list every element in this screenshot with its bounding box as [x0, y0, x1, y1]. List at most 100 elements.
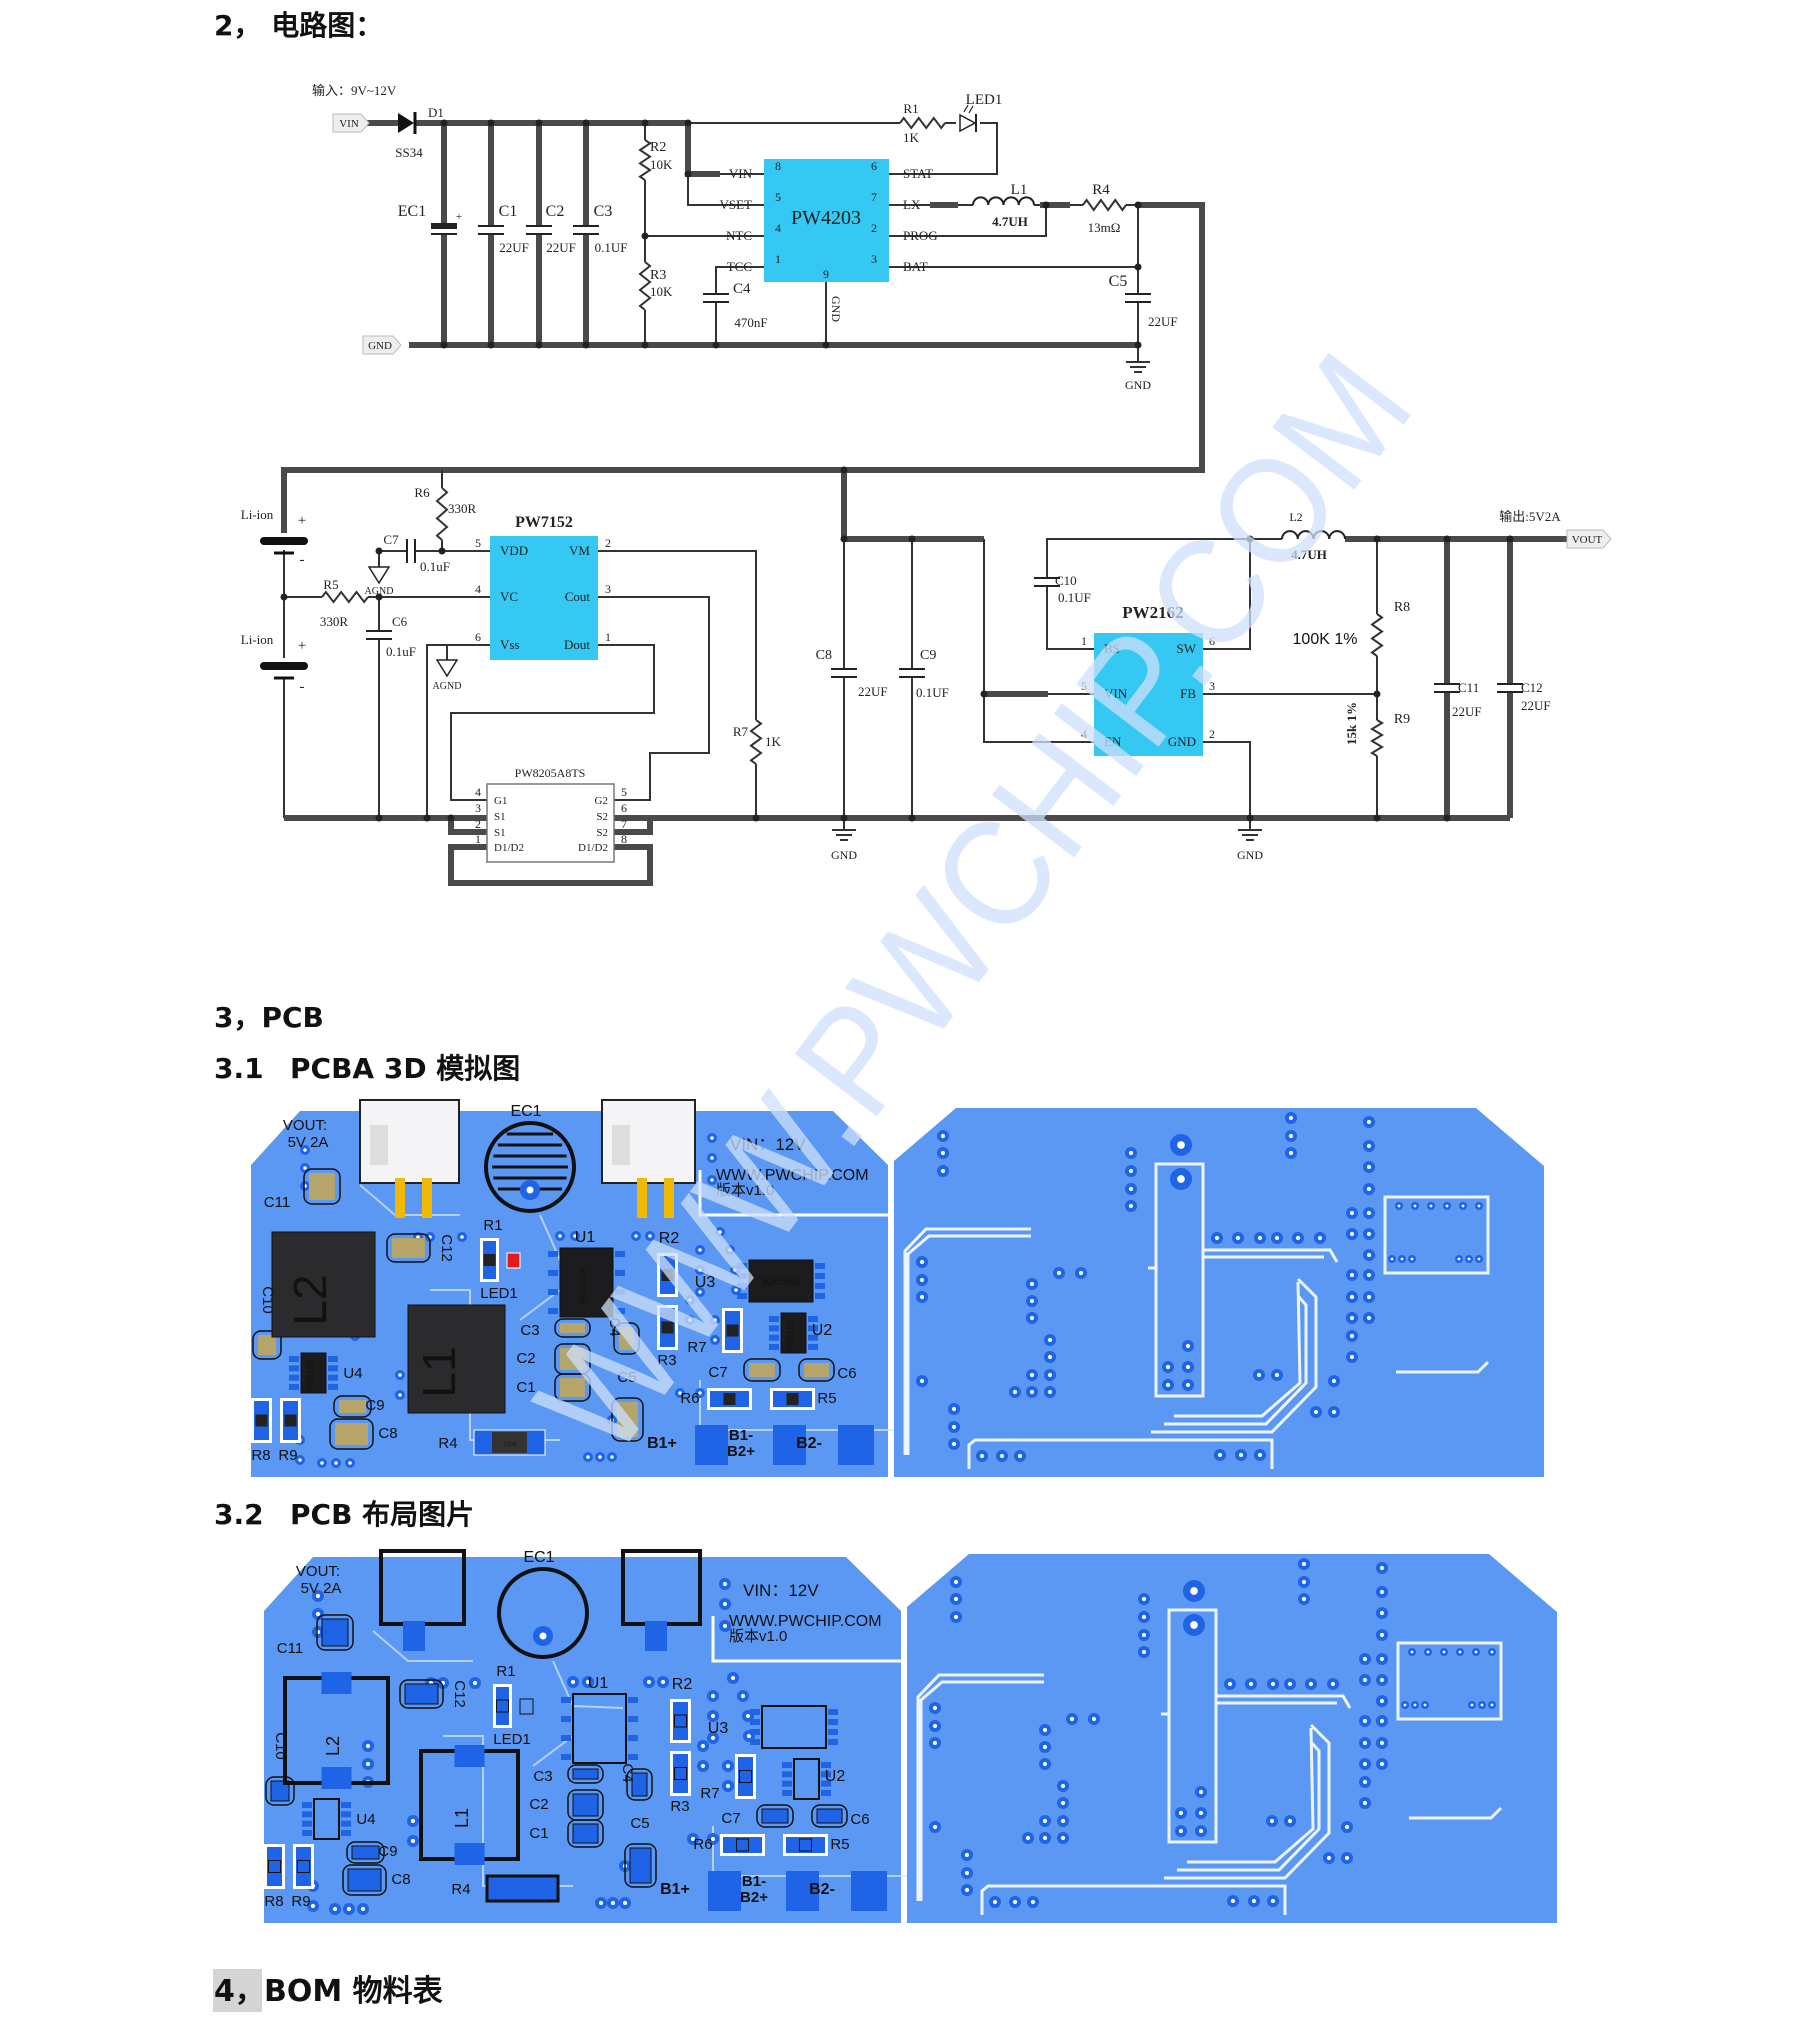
ic-pin-pad: [289, 1365, 299, 1372]
via-hole: [1403, 1703, 1407, 1707]
c5-val-label: 22UF: [1148, 314, 1178, 329]
via-hole: [932, 1723, 938, 1729]
li2-plus-label: +: [298, 638, 306, 654]
pin-name: VM: [569, 543, 590, 558]
silkscreen-label: R4: [451, 1881, 470, 1898]
pin-number: 2: [1209, 727, 1215, 741]
pin-name: VC: [500, 589, 518, 604]
silkscreen-label: B2-: [809, 1881, 835, 1898]
ic-pin-pad: [782, 1780, 792, 1787]
resistor-body: [661, 1321, 674, 1334]
via-hole: [1257, 1235, 1263, 1241]
junction-dot: [1506, 535, 1514, 543]
via-hole: [398, 1373, 402, 1377]
pin-name: LX: [903, 197, 921, 212]
silkscreen-label: C1: [516, 1379, 535, 1396]
via-hole: [1141, 1632, 1147, 1638]
via-hole: [698, 1268, 702, 1272]
c8-val-label: 22UF: [858, 684, 888, 699]
component-outline: [1396, 1641, 1503, 1721]
ic-pin-pad: [821, 1780, 831, 1787]
r3-label: R3: [650, 268, 666, 283]
c6-val-label: 0.1uF: [386, 644, 416, 659]
via-hole: [1042, 1727, 1048, 1733]
inductor-label: L2: [284, 1274, 336, 1325]
c10-label: C10: [1055, 573, 1077, 588]
via-hole: [698, 1290, 702, 1294]
silkscreen-label: R8: [251, 1447, 270, 1464]
via-hole: [1379, 1718, 1385, 1724]
silkscreen-label: C10: [272, 1732, 289, 1760]
copper-pour-outline: [1167, 1608, 1218, 1844]
via-hole: [1190, 1621, 1198, 1629]
via-hole: [586, 1455, 590, 1459]
ic-pin-pad: [737, 1293, 747, 1299]
ic-pin-pad: [302, 1820, 312, 1827]
pin-name: G2: [595, 795, 608, 807]
via-hole: [964, 1852, 970, 1858]
via-hole: [1047, 1389, 1053, 1395]
wire: [1203, 539, 1251, 650]
pin-number: 4: [775, 221, 781, 235]
ic-pin-pad: [782, 1790, 792, 1796]
junction-dot: [375, 547, 383, 555]
r5-val-label: 330R: [320, 614, 349, 629]
trace: [1151, 1277, 1318, 1434]
capacitor-body: [258, 1335, 276, 1355]
via-hole: [1274, 1235, 1280, 1241]
pin-number: 1: [1081, 634, 1087, 648]
ic-pin-pad: [769, 1325, 779, 1332]
ic-pin-pad: [548, 1270, 558, 1276]
via-hole: [1198, 1810, 1204, 1816]
via-hole: [1165, 1364, 1171, 1370]
silkscreen-label: B2+: [727, 1443, 755, 1460]
silkscreen-label: C9: [365, 1397, 384, 1414]
via-hole: [1366, 1231, 1372, 1237]
pin-name: VDD: [500, 543, 528, 558]
via-hole: [1270, 1898, 1276, 1904]
capacitor-body: [351, 1845, 380, 1860]
junction-dot: [641, 232, 649, 240]
ic-pin-pad: [341, 1802, 351, 1808]
led1-part: [506, 1252, 521, 1269]
via-hole: [690, 1836, 696, 1842]
via-hole: [1423, 1703, 1427, 1707]
via-hole: [1128, 1203, 1134, 1209]
c8-label: C8: [816, 648, 832, 663]
junction-dot: [840, 535, 848, 543]
silkscreen-label: R5: [830, 1836, 849, 1853]
heading-pcba-title: PCBA 3D 模拟图: [290, 1052, 520, 1085]
pin-name: S1: [494, 827, 506, 839]
inductor-label: L1: [413, 1346, 465, 1397]
silkscreen-label: B1-: [729, 1427, 753, 1444]
silkscreen-label: U4: [343, 1365, 362, 1382]
c9-val-label: 0.1UF: [916, 685, 949, 700]
via-hole: [688, 1318, 692, 1322]
pin-name: Vss: [500, 637, 520, 652]
via-hole: [1366, 1164, 1372, 1170]
capacitor-gap: [1432, 684, 1462, 692]
silkscreen-label: R1: [496, 1663, 515, 1680]
capacitor-body: [392, 1238, 425, 1258]
junction-dot: [1443, 535, 1451, 543]
connector-detail: [370, 1125, 388, 1165]
pin-number: 5: [621, 785, 627, 799]
via-hole: [1362, 1718, 1368, 1724]
via-hole: [1366, 1315, 1372, 1321]
ic-pin-pad: [828, 1709, 838, 1715]
via-hole: [1012, 1899, 1018, 1905]
junction-dot: [1042, 201, 1050, 209]
li1-minus-label: -: [300, 552, 305, 568]
silkscreen-label: 版本v1.0: [729, 1628, 787, 1645]
resistor-body: [284, 1414, 297, 1427]
pin-number: 6: [1209, 634, 1215, 648]
silkscreen-label: VIN：12V: [730, 1135, 806, 1154]
via-hole: [1185, 1364, 1191, 1370]
c4-val-label: 470nF: [734, 315, 767, 330]
pin-number: 3: [1209, 679, 1215, 693]
ic-pw4203: [764, 159, 889, 282]
resistor-body: [723, 1393, 736, 1405]
via-hole: [1410, 1650, 1414, 1654]
resistor-body: [736, 1838, 749, 1852]
trace: [1187, 1727, 1315, 1864]
